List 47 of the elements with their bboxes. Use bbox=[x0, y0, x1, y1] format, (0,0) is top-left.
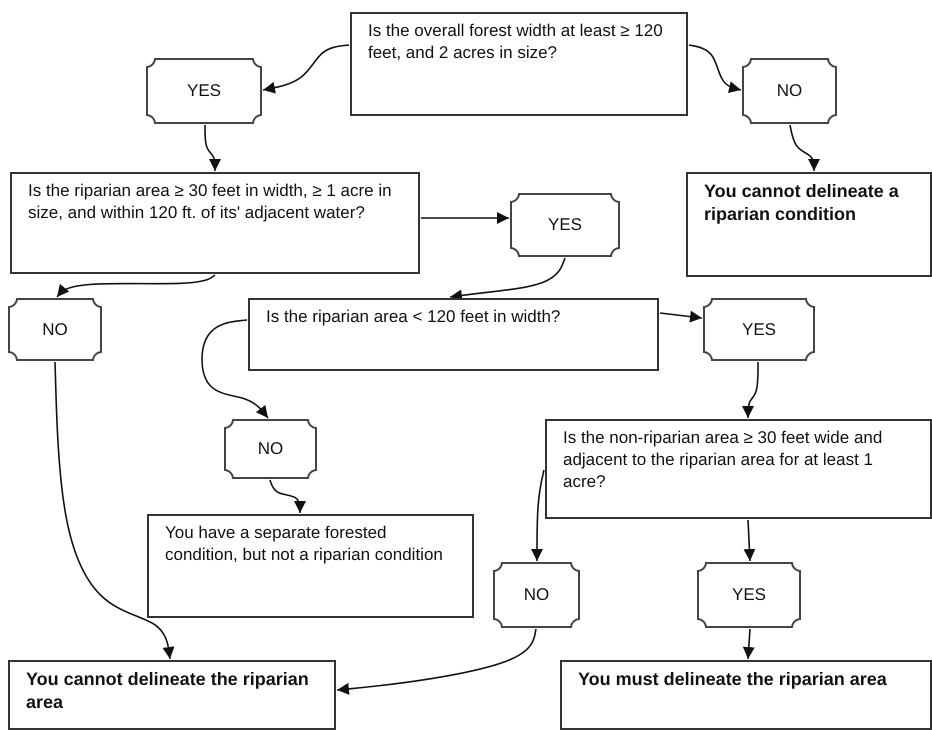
answer-label: YES bbox=[548, 215, 582, 235]
outcome-text: You have a separate forested condition, but not a riparian condition bbox=[165, 522, 444, 566]
answer-label: NO bbox=[776, 81, 802, 101]
question-box bbox=[545, 419, 932, 519]
arrow bbox=[56, 274, 216, 298]
outcome-box bbox=[8, 660, 336, 730]
arrow bbox=[269, 480, 306, 513]
arrow bbox=[421, 212, 509, 224]
answer-label: YES bbox=[732, 585, 766, 605]
answer-tag bbox=[742, 58, 837, 124]
question-text: Is the overall forest width at least ≥ 120 feet, and 2 acres in size? bbox=[368, 20, 664, 64]
question-text: Is the riparian area ≥ 30 feet in width, ≥ 1 acre in size, and within 120 ft. of its' adjacent water? bbox=[28, 180, 393, 224]
arrow bbox=[531, 470, 545, 561]
outcome-box bbox=[147, 514, 474, 618]
arrow bbox=[688, 44, 742, 94]
question-box bbox=[248, 298, 659, 371]
answer-tag bbox=[224, 419, 317, 479]
outcome-text: You cannot delineate the riparian area bbox=[26, 668, 310, 714]
answer-tag bbox=[146, 58, 262, 124]
arrow bbox=[660, 310, 702, 323]
arrow bbox=[789, 124, 820, 171]
question-box bbox=[10, 172, 420, 274]
answer-tag bbox=[510, 193, 620, 257]
outcome-text: You must delineate the riparian area bbox=[578, 668, 888, 691]
answer-label: NO bbox=[42, 320, 68, 340]
answer-tag bbox=[493, 562, 580, 628]
arrow bbox=[54, 362, 174, 660]
arrow bbox=[742, 362, 759, 418]
arrow bbox=[204, 125, 221, 171]
question-text: Is the riparian area < 120 feet in width? bbox=[266, 306, 562, 328]
arrow bbox=[201, 319, 269, 418]
answer-label: YES bbox=[186, 81, 222, 101]
arrow bbox=[743, 520, 756, 562]
answer-label: YES bbox=[742, 320, 776, 340]
answer-tag bbox=[697, 562, 801, 628]
answer-label: NO bbox=[258, 439, 284, 459]
question-text: Is the non-riparian area ≥ 30 feet wide and adjacent to the riparian area for at least 1 acre? bbox=[563, 427, 884, 492]
outcome-box bbox=[686, 172, 932, 277]
arrow bbox=[742, 628, 755, 660]
arrow bbox=[262, 44, 350, 94]
answer-label: NO bbox=[524, 585, 550, 605]
answer-tag bbox=[703, 298, 815, 361]
answer-tag bbox=[8, 298, 102, 361]
outcome-box bbox=[560, 660, 932, 730]
outcome-text: You cannot delineate a riparian condition bbox=[704, 180, 900, 226]
question-box bbox=[350, 12, 688, 116]
arrow bbox=[336, 628, 537, 695]
